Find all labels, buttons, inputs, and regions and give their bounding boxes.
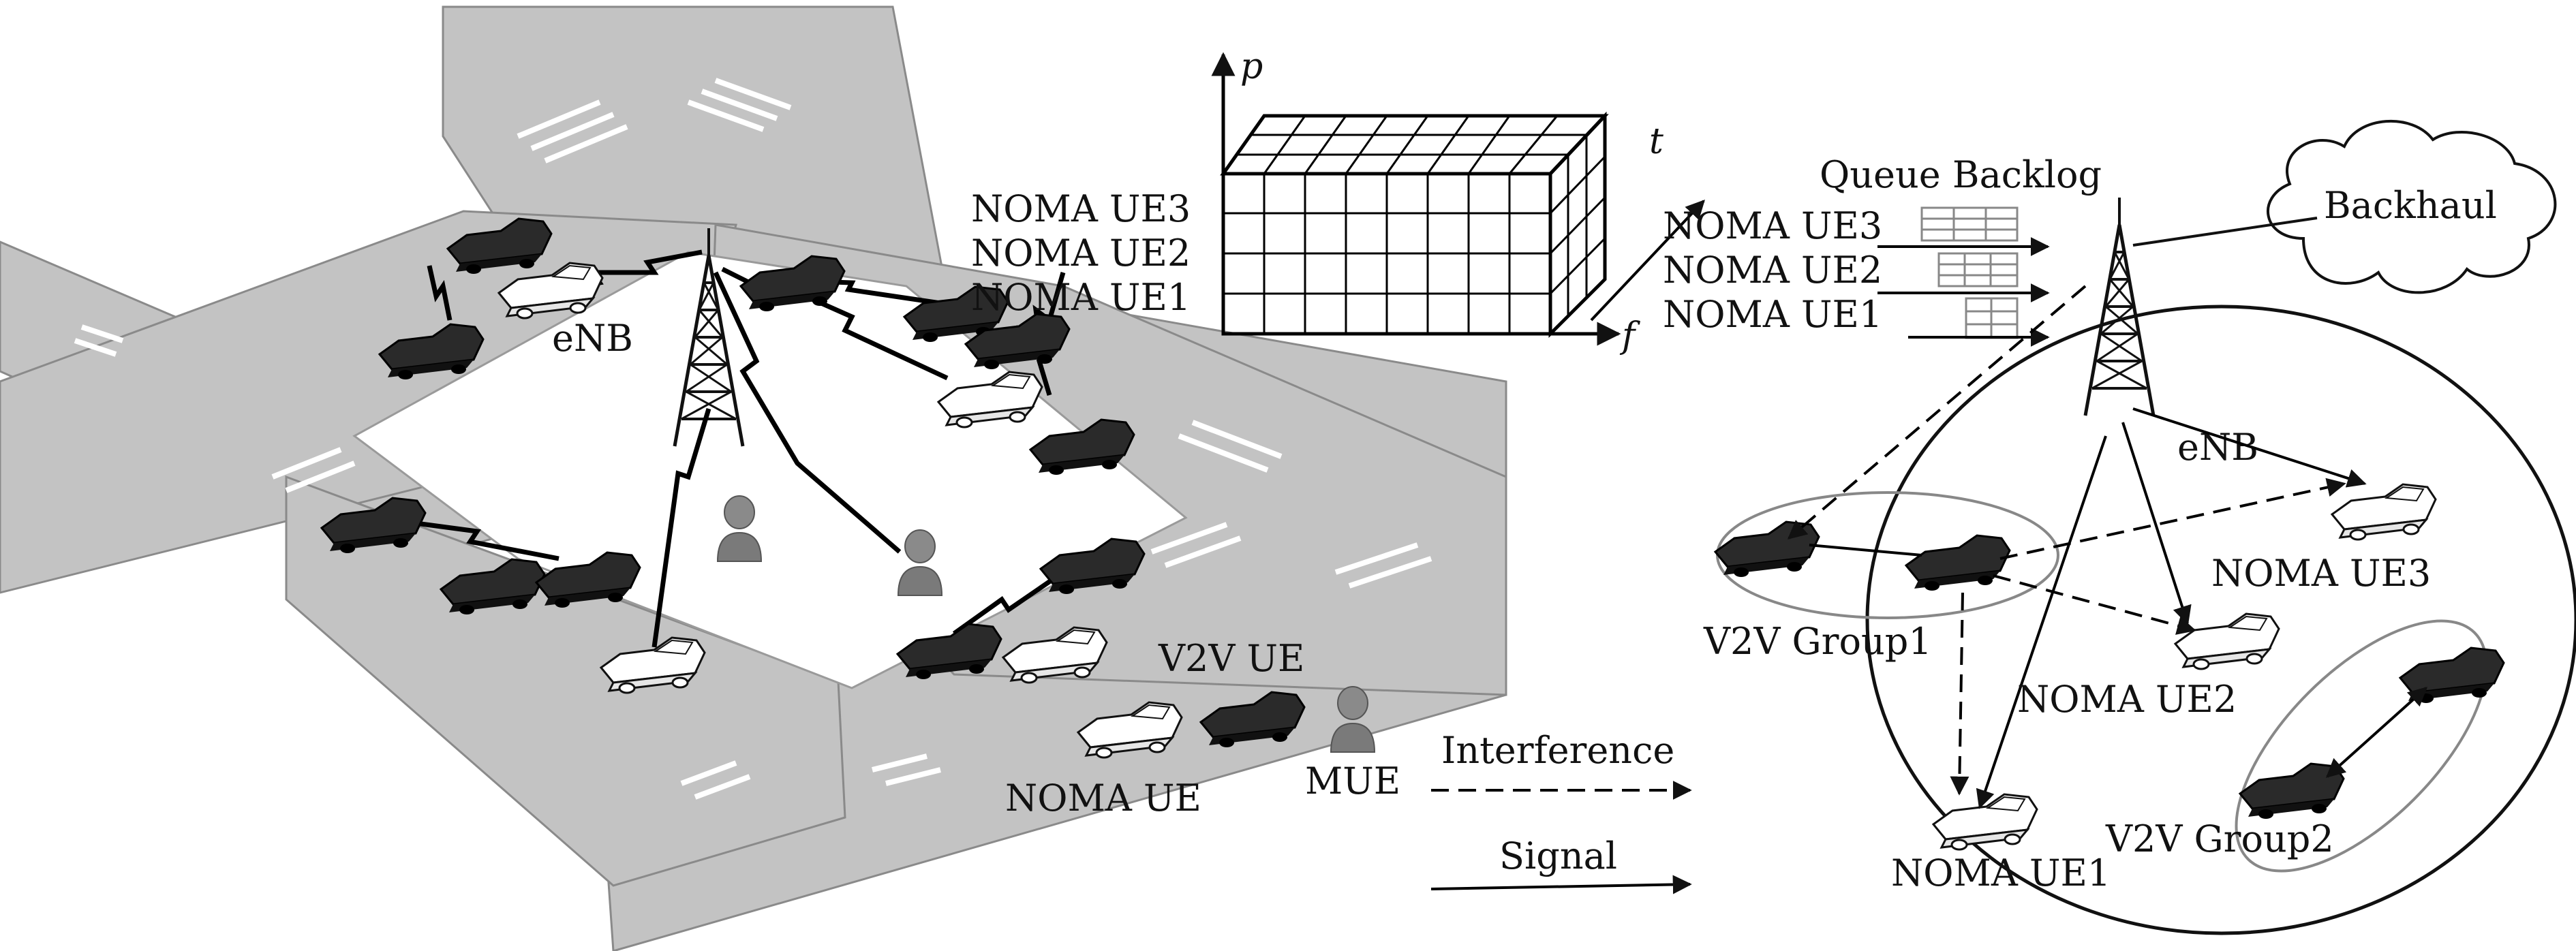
noma-ue1-label: NOMA UE1: [1891, 852, 2111, 894]
t-axis-label: t: [1649, 121, 1663, 162]
t-axis: [1590, 199, 1705, 322]
grid-row-ue3: NOMA UE3: [971, 187, 1191, 230]
noma-ue2-car: [2174, 612, 2280, 670]
v2v-group2-car-a: [2399, 646, 2505, 704]
v2v-group1-car-b: [1905, 534, 2011, 592]
noma-ue3-label: NOMA UE3: [2211, 552, 2431, 595]
noma-ue-label: NOMA UE: [1005, 777, 1201, 820]
noma-ue3-car: [2331, 483, 2437, 541]
queue-arrows: [1877, 237, 2050, 347]
signal-legend-line: [1430, 875, 1692, 894]
v2v-ue-label: V2V UE: [1158, 637, 1304, 680]
interference-label: Interference: [1441, 729, 1674, 772]
signal-label: Signal: [1499, 835, 1617, 877]
scene-legend: V2V UE NOMA UE MUE: [1005, 637, 1400, 820]
enb-label-right: eNB: [2177, 426, 2258, 469]
noma-ue2-label: NOMA UE2: [2017, 678, 2237, 721]
queue-row-ue2: NOMA UE2: [1663, 249, 1882, 292]
grid-row-ue1: NOMA UE1: [971, 276, 1191, 319]
f-axis-label: f: [1619, 315, 1640, 356]
v2v-group2-label: V2V Group2: [2105, 817, 2334, 860]
link-legend: Interference Signal: [1430, 729, 1692, 894]
enb-label-left: eNB: [552, 317, 633, 360]
v2v-group2-ring: [2235, 619, 2488, 873]
cell-coverage: [1865, 305, 2576, 935]
road-network: [0, 5, 1507, 951]
backhaul-label: Backhaul: [2324, 184, 2497, 227]
resource-grid: [1211, 52, 1705, 346]
signal-links-right: [1809, 407, 2428, 809]
queue-row-ue3: NOMA UE3: [1663, 204, 1882, 247]
queue-row-ue1: NOMA UE1: [1663, 293, 1882, 336]
queue-buffers: [1920, 206, 2019, 339]
interference-links-right: [1787, 285, 2346, 796]
grid-row-ue2: NOMA UE2: [971, 232, 1191, 275]
enb-tower-right: [2085, 198, 2153, 416]
backhaul-link: [2132, 217, 2318, 247]
p-axis-label: p: [1240, 46, 1263, 87]
queue-backlog-title: Queue Backlog: [1820, 153, 2102, 196]
v2v-group1-label: V2V Group1: [1703, 620, 1932, 663]
v2v-group2-car-b: [2239, 762, 2345, 820]
noma-ue1-car: [1932, 793, 2038, 851]
mue-label: MUE: [1305, 760, 1400, 802]
backhaul-cloud: Backhaul: [2266, 119, 2557, 294]
